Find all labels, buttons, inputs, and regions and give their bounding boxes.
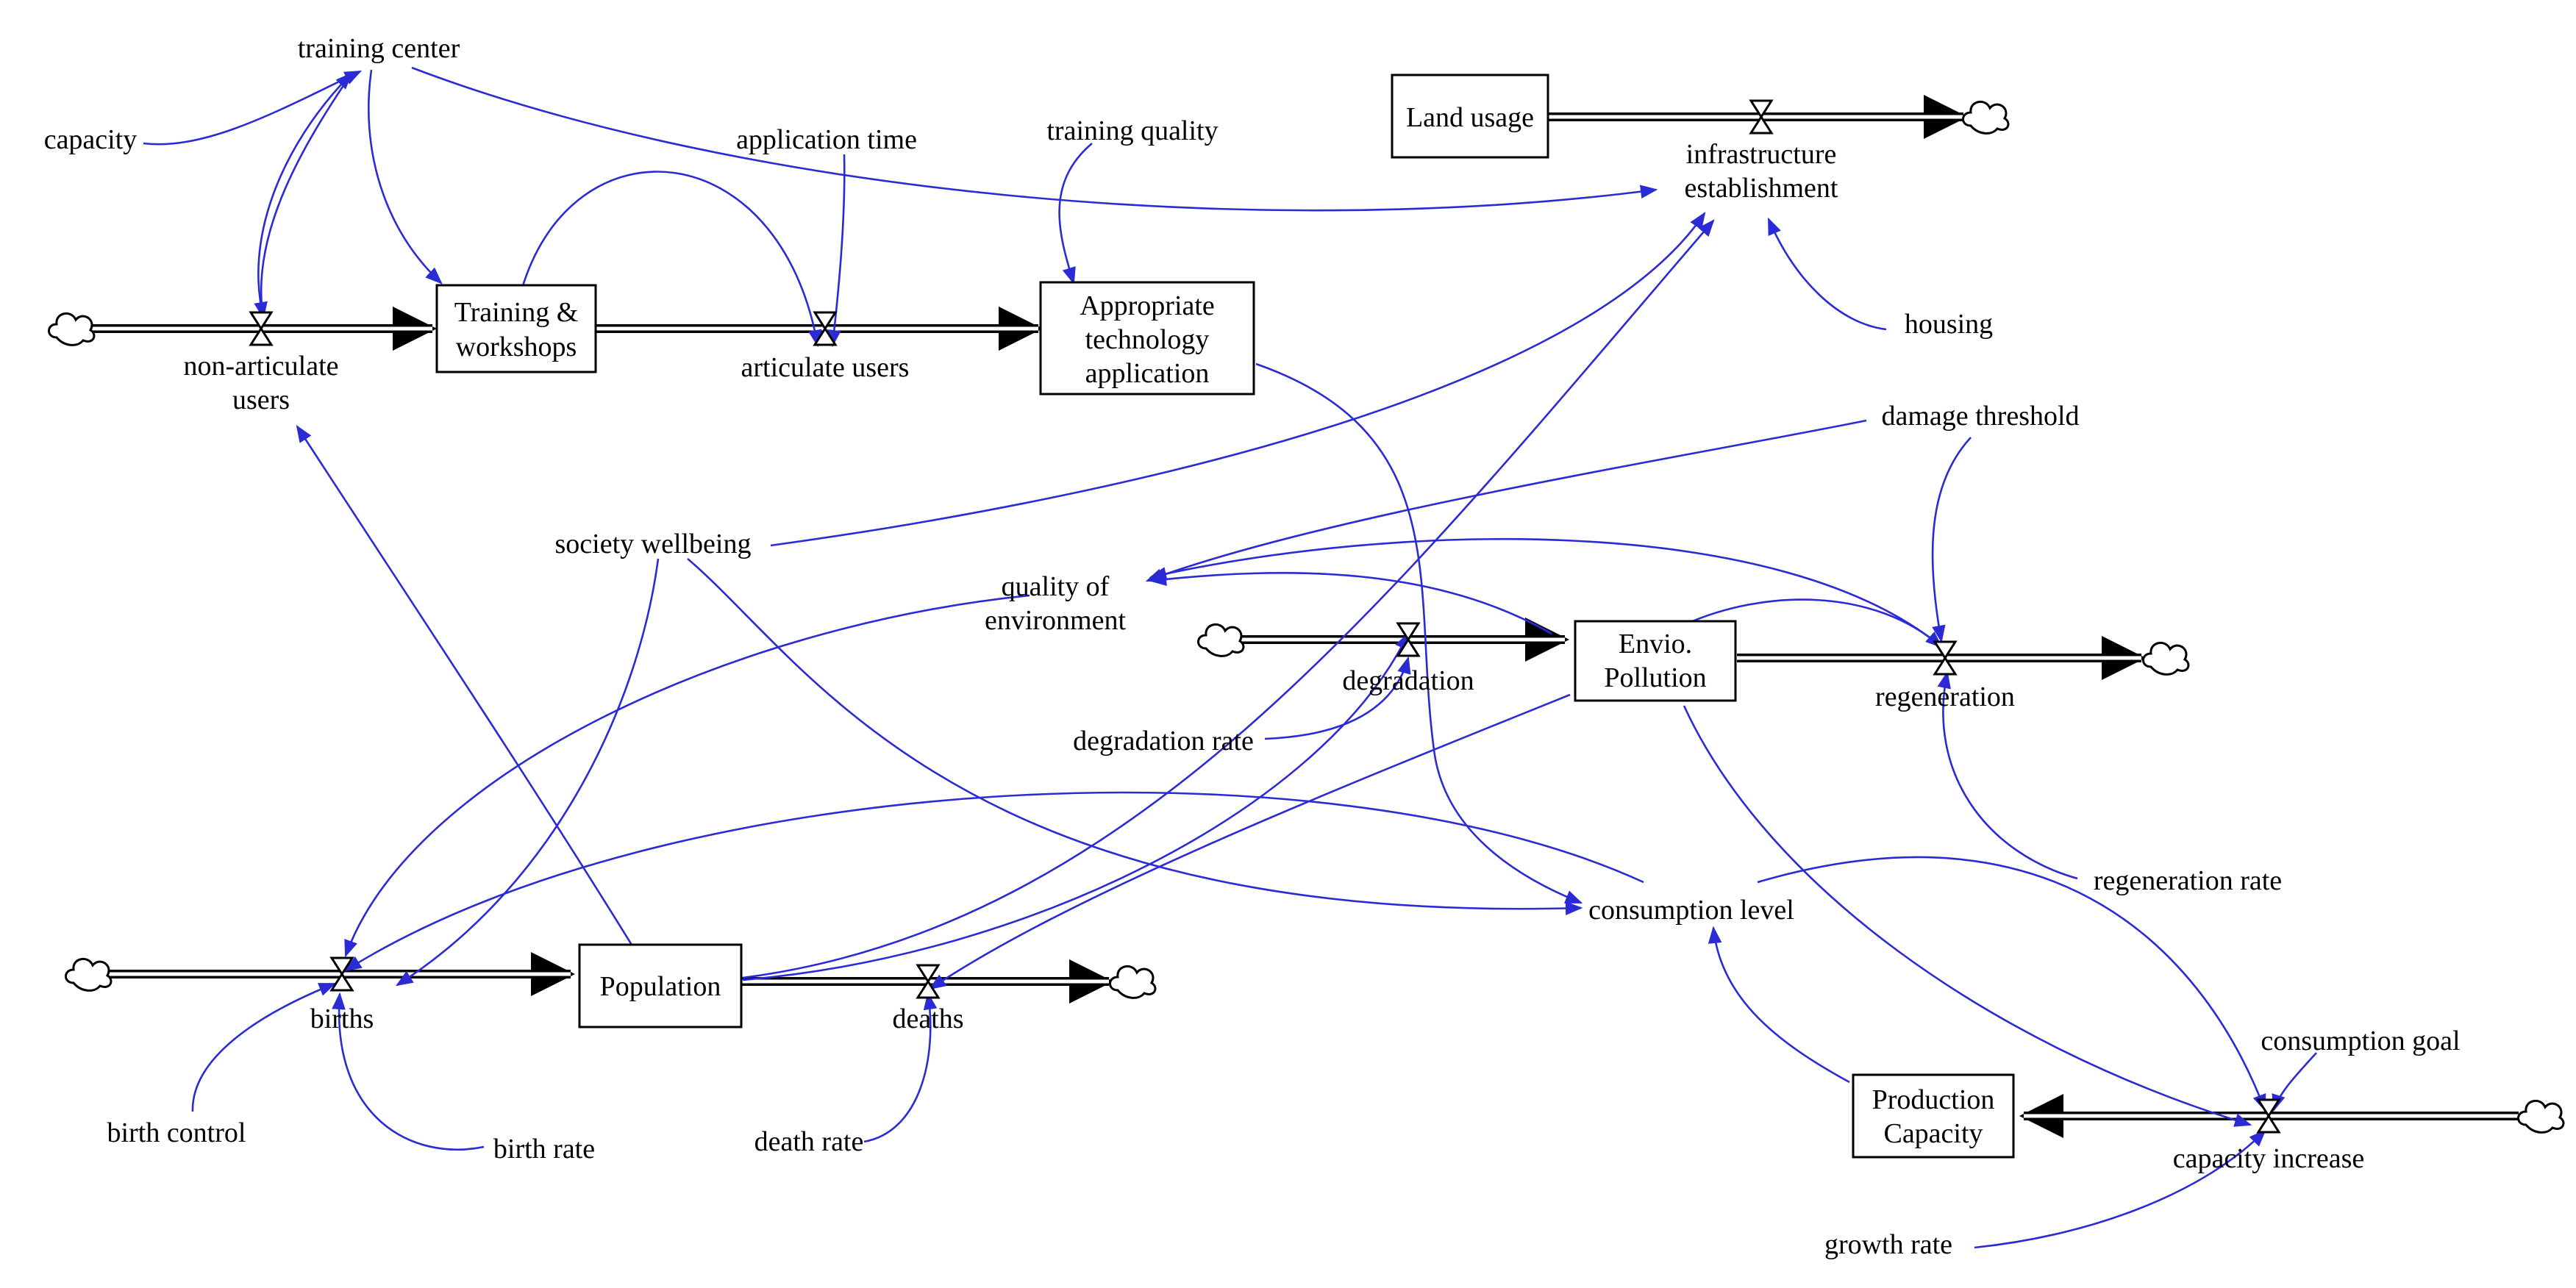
- link-society-to-infrastructure: [770, 212, 1706, 547]
- stock-label-line: workshops: [456, 332, 577, 362]
- link-appropriate-to-consumption: [1255, 362, 1583, 904]
- link-birth-control-to-births: [191, 982, 337, 1112]
- link-consumption-to-capacity-increase: [1757, 856, 2266, 1112]
- var-application-time[interactable]: application time: [736, 124, 917, 155]
- var-society-wellbeing[interactable]: society wellbeing: [555, 529, 752, 559]
- var-birth-control[interactable]: birth control: [107, 1117, 246, 1148]
- cloud-icon: [1197, 623, 1245, 657]
- link-society-to-consumption: [687, 558, 1583, 915]
- valve-degradation: [1396, 622, 1421, 657]
- flow-non-articulate-users-label[interactable]: non-articulate: [183, 351, 338, 382]
- stock-land-usage[interactable]: Land usage: [1391, 74, 1549, 159]
- var-consumption-goal[interactable]: consumption goal: [2261, 1026, 2460, 1056]
- link-consumption-goal-to-capacity-increase: [2272, 1052, 2317, 1112]
- stock-label-line: Population: [600, 971, 721, 1002]
- valve-infrastructure-establishment: [1749, 99, 1774, 135]
- link-training-quality-to-appropriate: [1058, 143, 1093, 285]
- link-pollution-to-capacity-increase: [1683, 705, 2252, 1127]
- stock-label-line: Production: [1872, 1084, 1995, 1115]
- stock-label-line: Capacity: [1883, 1118, 1983, 1149]
- var-degradation-rate[interactable]: degradation rate: [1073, 726, 1254, 756]
- link-regeneration-rate-to-regeneration: [1937, 670, 2078, 880]
- stock-population[interactable]: Population: [578, 943, 743, 1028]
- link-damage-to-quality: [1145, 419, 1867, 582]
- link-regeneration-to-quality: [1149, 538, 1931, 640]
- auxiliary-variables: training center capacity application tim…: [44, 33, 2461, 1260]
- stock-label-line: Pollution: [1604, 662, 1706, 693]
- var-quality-of-environment[interactable]: quality of: [1002, 571, 1110, 602]
- stock-label-line: Appropriate: [1080, 290, 1215, 321]
- link-pollution-to-quality: [1149, 572, 1552, 635]
- causal-links: [143, 66, 2317, 1249]
- link-training-center-to-infrastructure: [411, 66, 1658, 212]
- cloud-icon: [48, 312, 96, 346]
- var-training-center[interactable]: training center: [298, 33, 460, 64]
- flow-deaths-label[interactable]: deaths: [892, 1003, 963, 1034]
- link-non-articulate-to-training-center: [257, 72, 353, 323]
- var-growth-rate[interactable]: growth rate: [1824, 1229, 1952, 1260]
- link-consumption-to-births: [344, 791, 1644, 972]
- var-consumption-level[interactable]: consumption level: [1588, 895, 1794, 926]
- link-degradation-rate-to-degradation: [1264, 656, 1411, 740]
- link-population-to-non-articulate: [296, 425, 635, 949]
- link-application-time-to-articulate: [827, 154, 846, 348]
- cloud-icon: [2517, 1100, 2565, 1134]
- valve-non-articulate-users: [249, 311, 274, 346]
- link-capacity-to-training-center: [143, 70, 363, 146]
- stock-label-line: Envio.: [1619, 629, 1692, 659]
- var-housing[interactable]: housing: [1905, 309, 1993, 340]
- link-production-to-consumption: [1708, 926, 1850, 1084]
- stock-envio-pollution[interactable]: Envio. Pollution: [1574, 620, 1737, 702]
- stock-appropriate-technology-application[interactable]: Appropriate technology application: [1039, 281, 1255, 396]
- var-birth-rate[interactable]: birth rate: [493, 1134, 595, 1164]
- link-birth-rate-to-births: [332, 992, 485, 1151]
- link-quality-to-births: [344, 594, 1030, 958]
- cloud-icon: [2142, 642, 2190, 676]
- flow-labels: non-articulate users articulate users in…: [183, 139, 2364, 1174]
- flow-infrastructure-label[interactable]: establishment: [1685, 173, 1838, 204]
- valve-births: [329, 956, 354, 992]
- valve-regeneration: [1933, 640, 1958, 676]
- var-death-rate[interactable]: death rate: [754, 1126, 864, 1157]
- link-population-to-infrastructure: [742, 219, 1715, 979]
- var-quality-of-environment[interactable]: environment: [985, 605, 1127, 636]
- var-capacity[interactable]: capacity: [44, 124, 138, 155]
- link-growth-rate-to-capacity-increase: [1974, 1129, 2266, 1249]
- var-regeneration-rate[interactable]: regeneration rate: [2094, 865, 2282, 896]
- var-training-quality[interactable]: training quality: [1046, 115, 1218, 146]
- flow-infrastructure-label[interactable]: infrastructure: [1686, 139, 1837, 170]
- cloud-icon: [1109, 965, 1157, 999]
- link-death-rate-to-deaths: [863, 992, 938, 1143]
- stock-label-line: application: [1085, 358, 1210, 389]
- var-damage-threshold[interactable]: damage threshold: [1881, 401, 2079, 432]
- flow-regeneration-label[interactable]: regeneration: [1875, 681, 2015, 712]
- stock-label-line: Training &: [454, 297, 579, 328]
- cloud-icon: [1962, 101, 2010, 135]
- link-population-to-degradation: [742, 632, 1410, 981]
- stock-label-line: technology: [1085, 324, 1210, 355]
- flow-degradation-label[interactable]: degradation: [1342, 665, 1474, 696]
- stock-training-workshops[interactable]: Training & workshops: [435, 284, 597, 373]
- link-pollution-to-deaths: [929, 693, 1571, 990]
- flow-births-label[interactable]: births: [310, 1003, 374, 1034]
- link-training-to-articulate: [521, 171, 822, 348]
- link-damage-to-regeneration: [1931, 437, 1972, 643]
- stock-label-line: Land usage: [1406, 102, 1534, 133]
- link-pollution-to-regeneration: [1683, 598, 1943, 648]
- link-training-center-to-non-articulate: [254, 73, 353, 320]
- flow-capacity-increase-label[interactable]: capacity increase: [2173, 1143, 2365, 1174]
- link-society-to-births: [396, 558, 660, 987]
- flow-articulate-users-label[interactable]: articulate users: [741, 352, 910, 383]
- valve-capacity-increase: [2256, 1098, 2281, 1134]
- link-training-center-to-training: [367, 69, 443, 285]
- link-housing-to-infrastructure: [1767, 217, 1887, 331]
- flow-non-articulate-users-label[interactable]: users: [232, 384, 290, 415]
- valve-deaths: [916, 964, 941, 999]
- stock-production-capacity[interactable]: Production Capacity: [1852, 1073, 2015, 1159]
- valve-articulate-users: [813, 311, 838, 346]
- cloud-icon: [65, 958, 113, 992]
